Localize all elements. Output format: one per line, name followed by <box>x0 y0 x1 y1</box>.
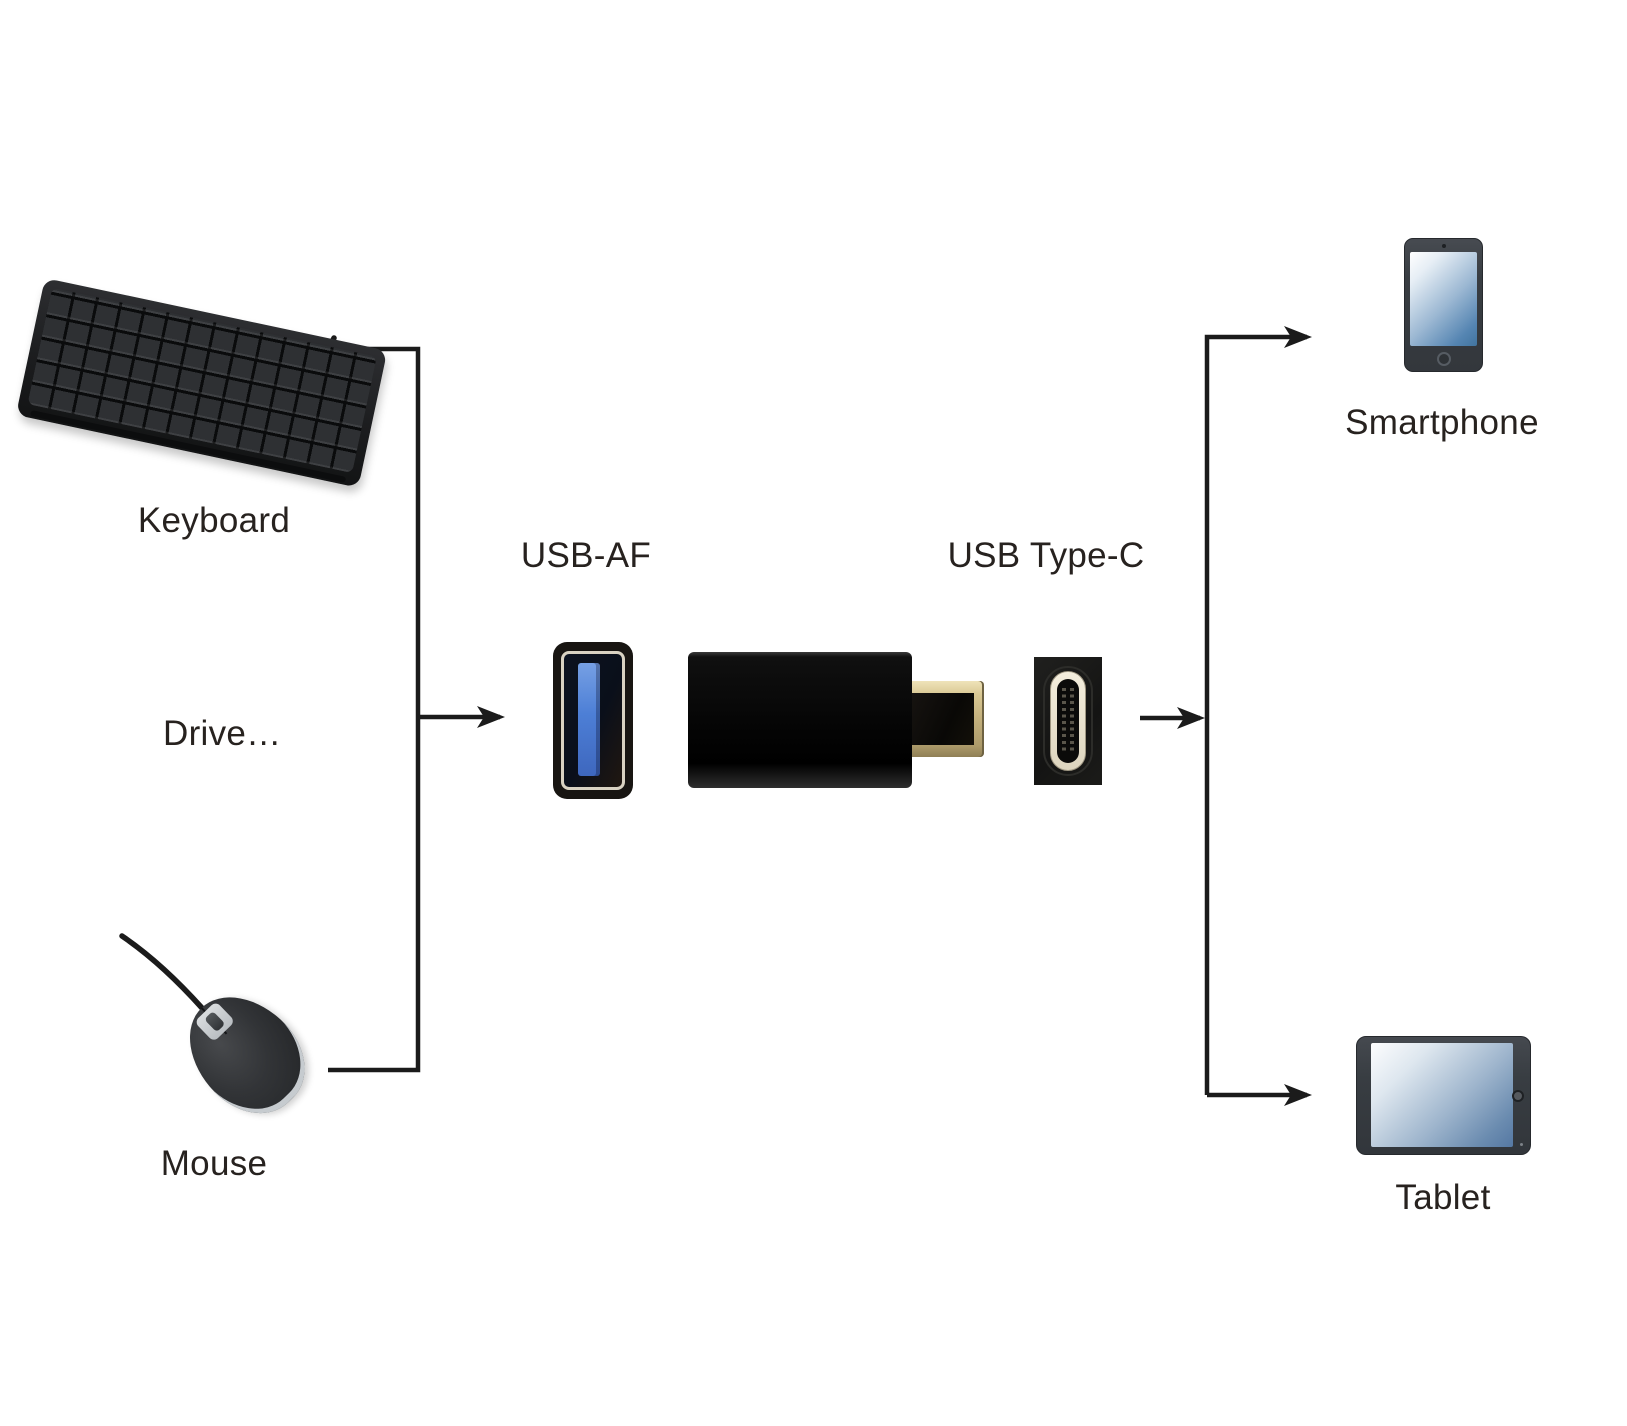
smartphone-camera-dot <box>1441 244 1446 248</box>
usb-adapter-image <box>688 652 912 788</box>
usb-c-cream-ring <box>1050 671 1086 771</box>
smartphone-screen <box>1410 252 1477 346</box>
usb-type-c-label: USB Type-C <box>947 536 1145 575</box>
usb-adapter-c-plug-core <box>912 693 974 745</box>
smartphone-home-button <box>1436 352 1451 366</box>
usb-adapter-c-plug <box>912 681 984 757</box>
usb-af-label: USB-AF <box>520 536 652 575</box>
drive-label: Drive… <box>163 714 282 753</box>
tablet-label: Tablet <box>1395 1178 1491 1217</box>
arrow-to-smartphone <box>1204 326 1312 1095</box>
tablet-camera-dot <box>1520 1143 1523 1146</box>
tablet-home-button <box>1512 1089 1524 1102</box>
usb-c-port-image <box>1034 657 1102 785</box>
mouse-label: Mouse <box>160 1144 268 1183</box>
usb-c-pins-left <box>1062 688 1066 754</box>
mouse-image <box>166 973 326 1135</box>
usb-c-pin-core <box>1057 679 1079 763</box>
usb-c-pins-right <box>1070 688 1074 754</box>
smartphone-image <box>1404 238 1483 372</box>
keyboard-label: Keyboard <box>137 501 291 540</box>
mouse-cable-line <box>119 933 205 1011</box>
mouse-body <box>166 973 326 1135</box>
usb-c-outline <box>1043 666 1093 776</box>
tablet-screen <box>1371 1043 1513 1147</box>
smartphone-label: Smartphone <box>1345 403 1539 442</box>
mouse-scroll-wheel <box>204 1010 226 1033</box>
usb-af-metal-rim <box>561 651 625 790</box>
usb-af-port-image <box>553 642 633 799</box>
tablet-image <box>1356 1036 1531 1155</box>
usb-af-blue-tongue <box>578 663 600 776</box>
